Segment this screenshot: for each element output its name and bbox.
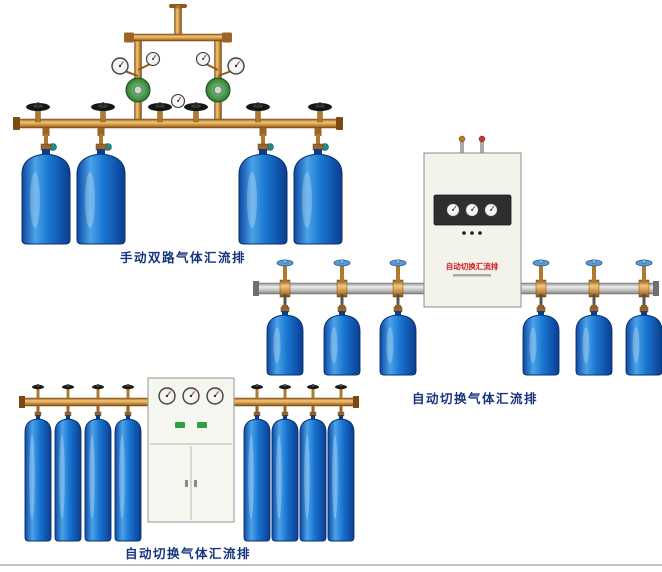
gas-cylinder bbox=[266, 306, 304, 376]
inlet-valve-assembly bbox=[169, 4, 187, 36]
handwheel-valve bbox=[335, 384, 347, 390]
cylinder-connections bbox=[42, 128, 322, 152]
gas-cylinder bbox=[54, 411, 82, 542]
pipe-end-cap-right bbox=[336, 117, 343, 130]
cabinet-knob bbox=[462, 231, 466, 235]
gas-cylinder bbox=[379, 306, 417, 376]
pipe-elbow-left bbox=[124, 32, 134, 43]
indicator-green bbox=[197, 422, 207, 428]
station-valves bbox=[36, 388, 343, 398]
cabinet-body bbox=[423, 152, 522, 308]
valve-handwheel-blue bbox=[532, 259, 550, 267]
valve-handwheel-blue bbox=[333, 259, 351, 267]
valve-handwheel-blue bbox=[276, 259, 294, 267]
top-valve-knob bbox=[458, 135, 466, 143]
indicator-green bbox=[175, 422, 185, 428]
page-bottom-divider bbox=[0, 564, 662, 566]
manifold-stations bbox=[279, 265, 650, 298]
valve-handwheel-blue bbox=[585, 259, 603, 267]
cabinet-label: 自动切换汇流排 bbox=[446, 261, 499, 271]
valve-handwheel-blue bbox=[635, 259, 653, 267]
gas-cylinder bbox=[323, 306, 361, 376]
gas-cylinder bbox=[114, 411, 142, 542]
cabinet-top-pipe bbox=[460, 139, 464, 153]
figure-caption-auto-bottom: 自动切换气体汇流排 bbox=[124, 547, 251, 561]
gas-cylinder bbox=[522, 306, 560, 376]
cabinet-knob bbox=[470, 231, 474, 235]
gas-cylinder bbox=[575, 306, 613, 376]
cabinet-top-pipe bbox=[480, 139, 484, 153]
control-cabinet bbox=[147, 377, 235, 523]
figure-caption-manual-dual: 手动双路气体汇流排 bbox=[119, 251, 246, 265]
pressure-gauge bbox=[111, 57, 129, 75]
gas-cylinder bbox=[327, 411, 355, 542]
pipe-end-cap-left bbox=[19, 396, 25, 408]
pressure-regulator bbox=[205, 77, 231, 103]
handwheel-valve bbox=[307, 384, 319, 390]
pressure-gauge bbox=[182, 387, 200, 405]
pressure-gauge bbox=[445, 202, 461, 218]
figure-caption-auto-right: 自动切换气体汇流排 bbox=[411, 392, 538, 406]
gas-cylinder bbox=[625, 306, 662, 376]
gas-cylinder bbox=[84, 411, 112, 542]
pipe-elbow-right bbox=[222, 32, 232, 43]
handwheel-valve bbox=[122, 384, 134, 390]
pressure-gauge bbox=[170, 93, 186, 109]
gas-cylinder bbox=[21, 143, 71, 245]
door-handle bbox=[194, 480, 197, 487]
pressure-gauge bbox=[145, 51, 161, 67]
cabinet-sublabel-bar bbox=[453, 274, 491, 277]
handwheel-valve bbox=[62, 384, 74, 390]
pressure-regulator bbox=[125, 77, 151, 103]
cylinder-drops bbox=[36, 406, 343, 413]
handwheel-valve bbox=[251, 384, 263, 390]
pipe-end-cap-right bbox=[353, 396, 359, 408]
gas-cylinder bbox=[243, 411, 271, 542]
auto-switch-cabinet-illustration bbox=[19, 377, 359, 542]
door-handle bbox=[185, 480, 188, 487]
top-valve-knob-red bbox=[478, 135, 486, 143]
valve-handwheel-blue bbox=[389, 259, 407, 267]
pressure-gauge bbox=[483, 202, 499, 218]
handwheel-valve bbox=[32, 384, 44, 390]
handwheel-valve bbox=[92, 384, 104, 390]
pressure-gauge bbox=[464, 202, 480, 218]
pressure-gauge bbox=[227, 57, 245, 75]
gas-cylinder bbox=[271, 411, 299, 542]
manual-dual-manifold-illustration bbox=[13, 4, 343, 245]
pipe-end-cap-left bbox=[253, 281, 259, 296]
cabinet-knob bbox=[478, 231, 482, 235]
control-cabinet: 自动切换汇流排 bbox=[423, 135, 522, 308]
gas-cylinder bbox=[299, 411, 327, 542]
pressure-gauge bbox=[206, 387, 224, 405]
top-header-pipe bbox=[125, 33, 231, 42]
handwheel-valve bbox=[279, 384, 291, 390]
pipe-end-cap-left bbox=[13, 117, 20, 130]
pressure-gauge bbox=[195, 51, 211, 67]
pipe-end-cap-right bbox=[653, 281, 659, 296]
auto-switch-manifold-illustration: 自动切换汇流排 bbox=[253, 135, 662, 376]
pressure-gauge bbox=[158, 387, 176, 405]
main-header-pipe bbox=[15, 118, 341, 129]
gas-cylinder bbox=[76, 143, 126, 245]
gas-cylinder bbox=[24, 411, 52, 542]
